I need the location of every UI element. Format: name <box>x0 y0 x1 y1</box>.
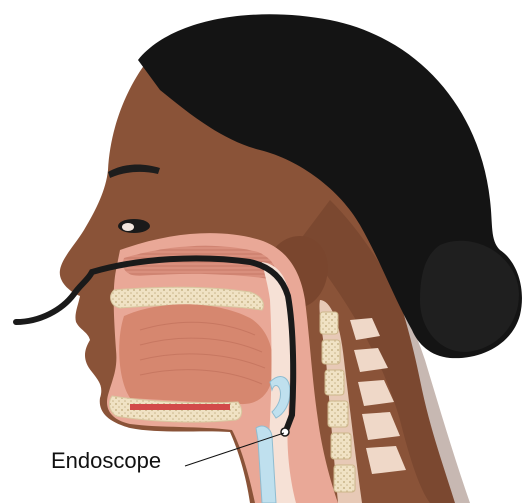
endoscope-tip <box>281 428 289 436</box>
hyoid-muscle <box>130 404 230 410</box>
eye-white <box>122 223 134 231</box>
endoscope-label: Endoscope <box>51 450 161 472</box>
